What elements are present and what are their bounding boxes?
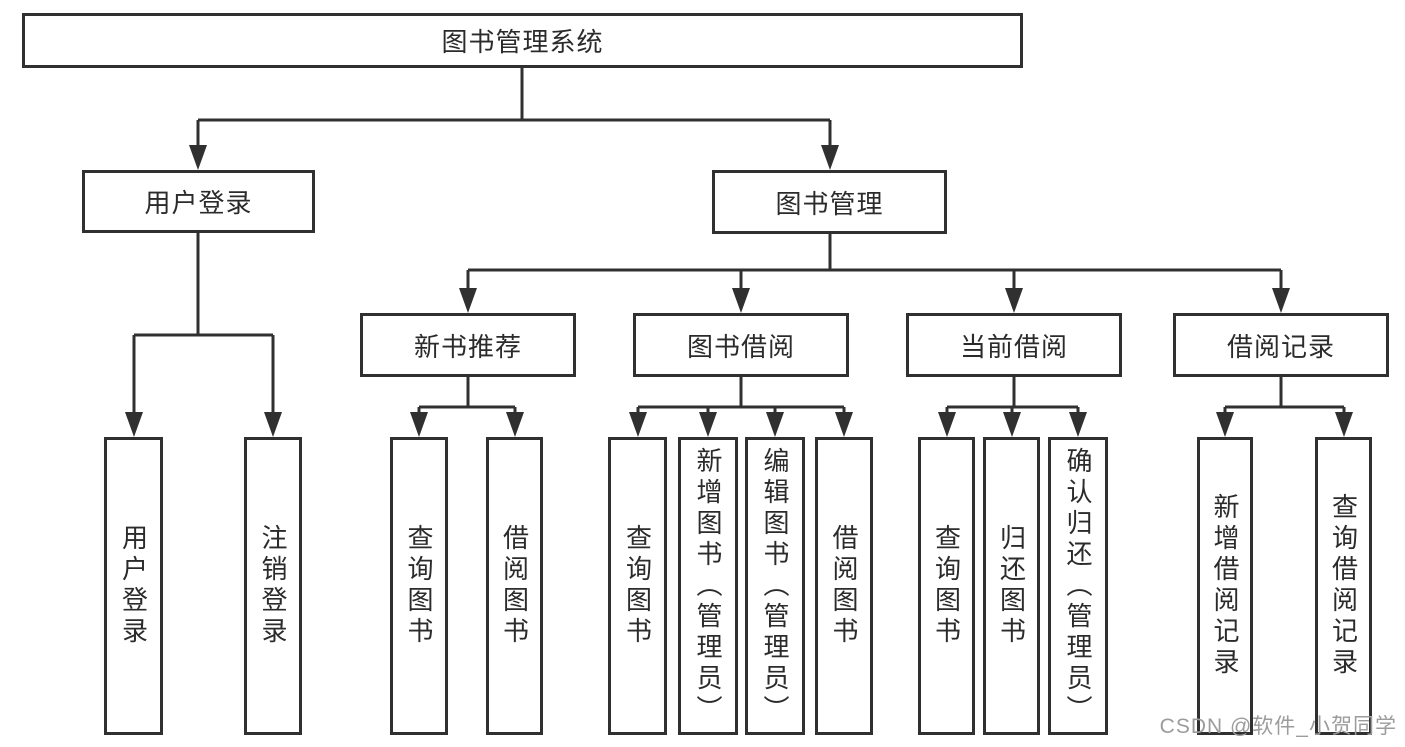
node-label: 查询借阅记录 bbox=[1328, 493, 1359, 679]
leaf-query-books-3: 查询图书 bbox=[918, 437, 975, 735]
node-new-book-recommend: 新书推荐 bbox=[360, 313, 576, 377]
leaf-query-books-1: 查询图书 bbox=[390, 437, 448, 735]
node-label: 用户登录 bbox=[144, 188, 253, 218]
leaf-logout: 注销登录 bbox=[244, 437, 302, 735]
node-label: 图书管理系统 bbox=[441, 27, 604, 57]
node-borrow-records: 借阅记录 bbox=[1173, 313, 1389, 377]
node-label: 借阅记录 bbox=[1226, 331, 1335, 362]
node-label: 新书推荐 bbox=[413, 331, 522, 362]
leaf-borrow-books-1: 借阅图书 bbox=[486, 437, 543, 735]
node-label: 图书管理 bbox=[775, 188, 884, 219]
leaf-confirm-return-admin: 确认归还（管理员） bbox=[1048, 437, 1108, 735]
arrowheads bbox=[125, 145, 1353, 437]
node-label: 注销登录 bbox=[258, 524, 288, 648]
node-label: 编辑图书（管理员） bbox=[760, 446, 790, 726]
node-label: 当前借阅 bbox=[959, 331, 1068, 362]
node-label: 归还图书 bbox=[996, 524, 1027, 648]
leaf-return-books: 归还图书 bbox=[983, 437, 1040, 735]
leaf-add-book-admin: 新增图书（管理员） bbox=[678, 437, 738, 735]
node-label: 查询图书 bbox=[622, 524, 653, 648]
leaf-user-login: 用户登录 bbox=[104, 437, 163, 735]
node-book-borrow: 图书借阅 bbox=[633, 313, 849, 377]
leaf-query-books-2: 查询图书 bbox=[608, 437, 667, 735]
node-label: 新增图书（管理员） bbox=[693, 446, 723, 726]
csdn-watermark: CSDN @软件_小贺同学 bbox=[1159, 715, 1397, 738]
node-user-login: 用户登录 bbox=[82, 170, 315, 233]
leaf-edit-book-admin: 编辑图书（管理员） bbox=[745, 437, 805, 735]
node-label: 借阅图书 bbox=[829, 524, 859, 648]
node-root-library-system: 图书管理系统 bbox=[22, 13, 1023, 68]
node-book-management: 图书管理 bbox=[712, 170, 947, 234]
node-label: 查询图书 bbox=[404, 524, 434, 648]
leaf-query-borrow-record: 查询借阅记录 bbox=[1315, 437, 1372, 735]
node-label: 新增借阅记录 bbox=[1210, 493, 1240, 679]
node-current-borrow: 当前借阅 bbox=[906, 313, 1122, 377]
leaf-add-borrow-record: 新增借阅记录 bbox=[1197, 437, 1253, 735]
node-label: 借阅图书 bbox=[499, 524, 530, 648]
node-label: 确认归还（管理员） bbox=[1063, 446, 1093, 726]
node-label: 图书借阅 bbox=[686, 331, 795, 362]
leaf-borrow-books-2: 借阅图书 bbox=[815, 437, 873, 735]
node-label: 查询图书 bbox=[931, 524, 962, 648]
node-label: 用户登录 bbox=[118, 524, 149, 648]
